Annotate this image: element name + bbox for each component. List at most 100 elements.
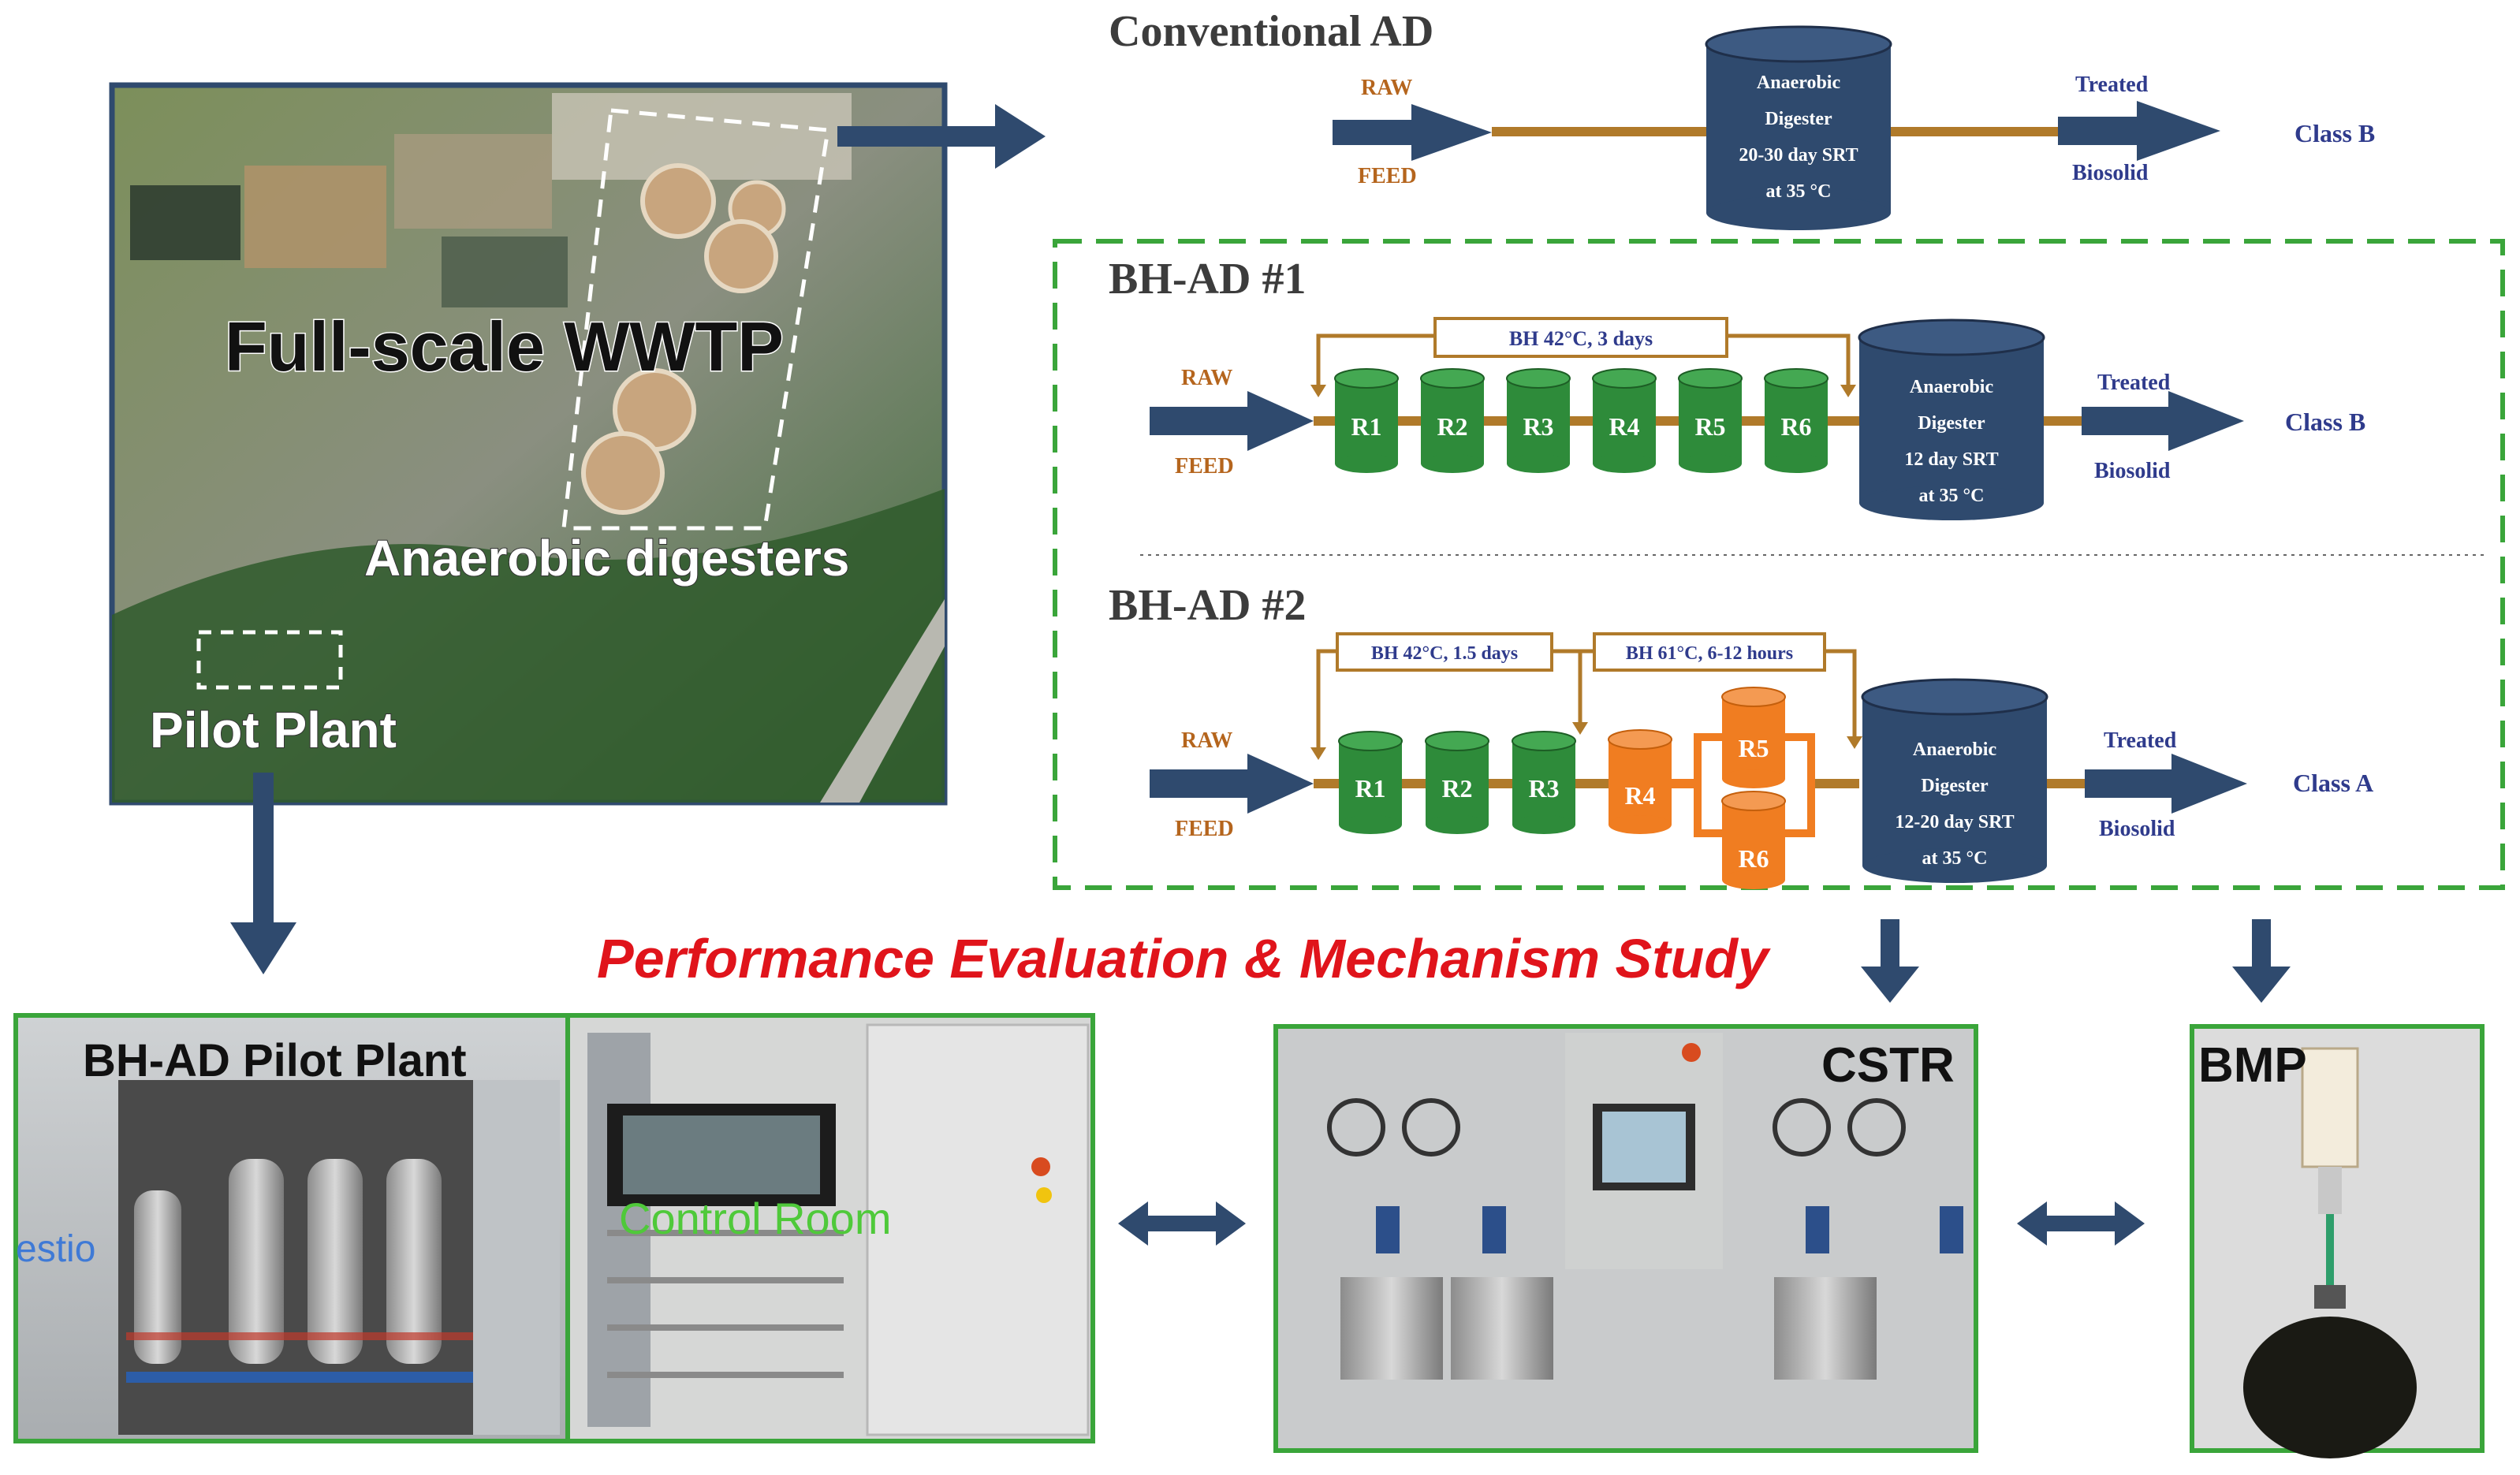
output-arrow-icon bbox=[2082, 391, 2244, 451]
conventional-title: Conventional AD bbox=[1109, 7, 1433, 56]
cstr-photo: CSTR bbox=[1273, 1024, 1978, 1453]
digester-text-line: 12 day SRT bbox=[1904, 449, 1998, 470]
arrow-down-icon bbox=[230, 773, 296, 974]
bh-label: BH 42°C, 3 days bbox=[1509, 327, 1653, 350]
reactor-icon: R3 bbox=[1512, 731, 1576, 834]
digester-text-line: Digester bbox=[1921, 776, 1989, 796]
reactor-icon: R4 bbox=[1592, 368, 1657, 473]
digester-text-line: Anaerobic bbox=[1913, 739, 1997, 760]
digester-text-line: at 35 °C bbox=[1766, 181, 1832, 202]
reactor-label: R3 bbox=[1523, 412, 1553, 441]
anaerobic-digester-icon bbox=[1858, 318, 2045, 520]
reactor-label: R1 bbox=[1355, 774, 1385, 803]
treated-label: Treated bbox=[2097, 371, 2171, 395]
bh-bracket bbox=[1727, 333, 1851, 386]
digester-text-line: Digester bbox=[1765, 109, 1832, 129]
pipe-line bbox=[1694, 733, 1722, 741]
reactor-label: R2 bbox=[1441, 774, 1472, 803]
feed-arrow-icon bbox=[1150, 754, 1314, 814]
pipe-line bbox=[1807, 733, 1815, 837]
biosolid-label: Biosolid bbox=[2072, 161, 2149, 185]
reactor-r6-icon bbox=[1721, 791, 1786, 889]
bh-bracket bbox=[1316, 333, 1435, 386]
pipe-line bbox=[1314, 779, 1697, 788]
cstr-label: CSTR bbox=[1821, 1038, 1955, 1093]
reactor-r4-icon bbox=[1608, 729, 1672, 834]
building-shape bbox=[552, 93, 852, 180]
reactor-icon: R3 bbox=[1506, 368, 1571, 473]
bh-ad-2-section: BH-AD #2 RAW FEED BH 42°C, 1.5 days BH 6… bbox=[1109, 581, 2373, 889]
digester-text-line: Anaerobic bbox=[1910, 377, 1994, 397]
treated-label: Treated bbox=[2104, 728, 2177, 753]
reactor-label: R4 bbox=[1609, 412, 1639, 441]
pipe-line bbox=[1785, 829, 1815, 837]
reactor-label: R5 bbox=[1694, 412, 1725, 441]
reactor-icon: R1 bbox=[1338, 731, 1403, 834]
basin-shape bbox=[244, 166, 386, 268]
reactor-label: R4 bbox=[1624, 781, 1655, 810]
bh-ad-frame bbox=[1053, 239, 2505, 890]
digester-text-line: at 35 °C bbox=[1922, 848, 1988, 869]
reactor-label: R6 bbox=[1738, 844, 1769, 873]
class-label: Class A bbox=[2293, 769, 2373, 797]
reactor-icon: R6 bbox=[1764, 368, 1828, 473]
digester-tank-shape bbox=[640, 163, 716, 239]
bh-label-box bbox=[1433, 317, 1728, 358]
digester-tank-shape bbox=[704, 219, 778, 293]
reactor-r5-icon bbox=[1721, 687, 1786, 788]
reactor-icon: R5 bbox=[1678, 368, 1743, 473]
bh-label-1: BH 42°C, 1.5 days bbox=[1371, 643, 1518, 664]
tree-area-shape bbox=[112, 489, 945, 803]
double-arrow-icon bbox=[2017, 1201, 2145, 1246]
pilot-side-text: estio bbox=[16, 1228, 95, 1270]
arrowhead-icon bbox=[1840, 385, 1856, 397]
pipe-line bbox=[1815, 779, 1859, 788]
digester-text-line: at 35 °C bbox=[1919, 486, 1985, 506]
bh-bracket bbox=[1316, 649, 1337, 749]
class-label: Class B bbox=[2285, 408, 2365, 436]
basin-shape bbox=[130, 185, 240, 260]
digester-tank-shape bbox=[581, 431, 665, 515]
biosolid-label: Biosolid bbox=[2094, 459, 2171, 483]
pipe-line bbox=[1672, 779, 1698, 788]
bmp-label: BMP bbox=[2198, 1038, 2307, 1093]
bh-bracket bbox=[1552, 649, 1582, 724]
reactor-icon: R1 bbox=[1334, 368, 1399, 473]
bmp-photo: BMP bbox=[2190, 1024, 2485, 1458]
feed-arrow-icon bbox=[1333, 104, 1492, 161]
arrowhead-icon bbox=[1310, 747, 1326, 760]
reactor-label: R2 bbox=[1437, 412, 1467, 441]
treated-label: Treated bbox=[2075, 73, 2149, 97]
bh-ad-1-title: BH-AD #1 bbox=[1109, 255, 1306, 304]
feed-arrow-icon bbox=[1150, 391, 1314, 451]
basin-shape bbox=[442, 237, 568, 307]
reactor-row: R1 R2 R3 bbox=[1338, 731, 1576, 834]
arrow-down-icon bbox=[1861, 919, 1919, 1003]
digesters-label: Anaerobic digesters bbox=[364, 530, 849, 587]
study-title: Performance Evaluation & Mechanism Study bbox=[597, 928, 1771, 989]
arrowhead-icon bbox=[1572, 722, 1588, 735]
reactor-icon: R2 bbox=[1420, 368, 1485, 473]
double-arrow-icon bbox=[1118, 1201, 1246, 1246]
reactor-label: R5 bbox=[1738, 734, 1769, 762]
reactor-icon: R2 bbox=[1425, 731, 1489, 834]
road-shape bbox=[820, 599, 945, 803]
pilot-plant-label: Pilot Plant bbox=[150, 702, 397, 758]
class-label: Class B bbox=[2294, 119, 2375, 147]
feed-label: FEED bbox=[1175, 817, 1234, 841]
feed-label: FEED bbox=[1175, 454, 1234, 479]
reactor-label: R3 bbox=[1528, 774, 1559, 803]
bh-bracket bbox=[1578, 649, 1594, 724]
wwtp-aerial-photo: Full-scale WWTP Anaerobic digesters Pilo… bbox=[109, 82, 948, 806]
conventional-ad-section: Conventional AD RAW FEED Anaerobic Diges… bbox=[1109, 7, 2375, 230]
arrow-right-icon bbox=[837, 104, 1046, 169]
pilot-plant-photo: estio BH-AD Pilot Plant bbox=[13, 1013, 570, 1443]
digester-text-line: 20-30 day SRT bbox=[1739, 145, 1858, 166]
bh-label-box bbox=[1336, 632, 1553, 672]
bh-label-box bbox=[1593, 632, 1826, 672]
basin-shape bbox=[394, 134, 552, 229]
digesters-highlight-box bbox=[561, 108, 830, 531]
reactor-row: R1 R2 R3 R4 R5 R6 bbox=[1334, 368, 1828, 473]
